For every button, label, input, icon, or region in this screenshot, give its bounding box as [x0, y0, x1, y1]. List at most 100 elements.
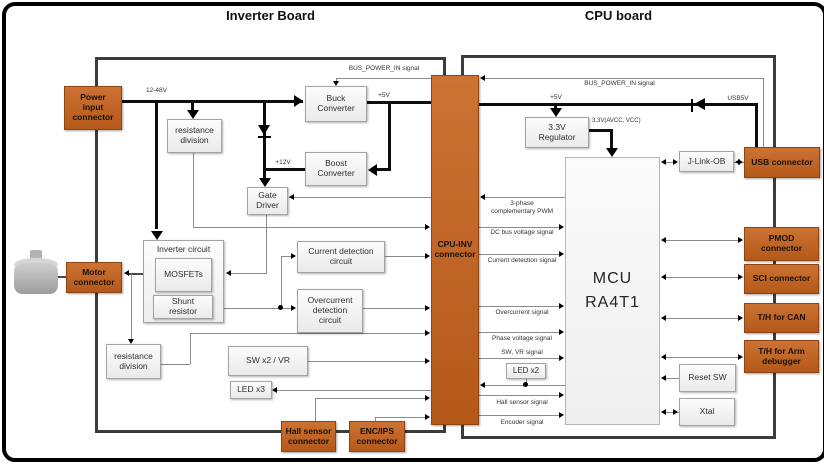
wire-resdivb-out-v [190, 333, 191, 364]
wire-encoder-cpu [479, 415, 560, 416]
usb-diode-bar [691, 99, 693, 112]
wire-power-to-inverter-circuit [155, 101, 158, 229]
label-12v: +12V [275, 159, 291, 166]
arrow-usb-jlink [735, 159, 740, 165]
arrow-mcu-jlink [673, 159, 678, 165]
label-signal-current-detection: Current detection signal [487, 257, 557, 264]
arrow-mcu-arm [738, 354, 743, 360]
wire-reset-mcu [663, 378, 679, 379]
label-12-48v: 12-48V [146, 87, 167, 94]
wire-enc-v [375, 417, 376, 421]
connector-pmod: PMOD connector [744, 227, 819, 261]
wire-cpu-5v [479, 103, 757, 106]
arrow-led-connector [480, 382, 485, 388]
wire-dcbus-cpu [479, 227, 560, 228]
wire-currentdet-in [281, 256, 292, 257]
connector-th-can: T/H for CAN [744, 303, 819, 333]
block-gate-driver: Gate Driver [247, 187, 288, 215]
wire-overcurrent-cpu [479, 306, 560, 307]
arrow-currentdet-mcu [559, 251, 564, 257]
arrow-phase-mcu [559, 329, 564, 335]
arrow-jlink-usb [738, 159, 743, 165]
diode-bar [258, 136, 271, 138]
arrow-into-led3 [272, 387, 277, 393]
arrow-sci-mcu [661, 274, 666, 280]
wire-swvr-cpu [479, 358, 560, 359]
wire-currentdet-branch [281, 256, 282, 308]
wire-usb5v-vertical [755, 103, 758, 147]
wire-shunt-out [213, 308, 292, 309]
label-signal-phase-voltage: Phase voltage signal [492, 335, 552, 342]
arrow-buspower-buck [333, 81, 339, 86]
block-led-x2: LED x2 [506, 363, 546, 379]
block-xtal: Xtal [679, 398, 735, 426]
wire-mcu-arm [663, 357, 741, 358]
connector-cpu-inv: CPU-INV connector [431, 75, 479, 425]
block-current-detection: Current detection circuit [297, 241, 385, 273]
connector-enc-ips: ENC/IPS connector [349, 421, 405, 452]
wire-phase-voltage [190, 333, 425, 334]
wire-5v-to-regulator [554, 104, 557, 109]
wire-buspower-cpu [485, 78, 763, 79]
wire-hall-v [315, 398, 316, 421]
label-signal-encoder: Encoder signal [500, 419, 544, 426]
wire-mcu-jlink [663, 162, 676, 163]
arrow-enc-connector [425, 414, 430, 420]
arrow-pwm-connector [480, 194, 485, 200]
arrow-jlink-mcu [661, 159, 666, 165]
wire-gate-out-h [231, 273, 267, 274]
wire-hall-h [315, 398, 425, 399]
wire-into-boost [377, 168, 391, 171]
block-sw-vr: SW x2 / VR [228, 346, 308, 376]
motor-icon-body [14, 263, 58, 294]
arrow-into-gate-driver [259, 178, 271, 187]
arrow-overcurrent-mcu [559, 303, 564, 309]
inverter-circuit-label: Inverter circuit [156, 244, 211, 254]
block-resistance-division-bottom: resistance division [106, 344, 161, 379]
junction-shunt [278, 305, 283, 310]
wire-phase-cpu [479, 332, 560, 333]
arrow-dcbus-connector [425, 224, 430, 230]
wire-dcbus-inv [193, 227, 425, 228]
wire-mcu-xtal [663, 412, 679, 413]
arrow-pmod-mcu [661, 237, 666, 243]
cpu-board-title: CPU board [584, 8, 653, 23]
arrow-mcu-can [738, 315, 743, 321]
block-3v3-regulator: 3.3V Regulator [525, 117, 589, 148]
connector-hall-sensor: Hall sensor connector [281, 421, 336, 452]
arrow-mcu-sci [738, 274, 743, 280]
wire-pwm-cpu [485, 197, 565, 198]
diode-icon [258, 125, 270, 135]
arrow-dcbus-mcu [559, 224, 564, 230]
connector-motor: Motor connector [66, 262, 122, 293]
arrow-xtal-mcu [661, 409, 666, 415]
block-reset-sw: Reset SW [679, 364, 736, 392]
arrow-into-mcu [606, 148, 618, 157]
arrow-hall-connector [425, 395, 430, 401]
block-jlink-ob: J-Link-OB [679, 151, 734, 172]
connector-th-arm-debugger: T/H for Arm debugger [744, 340, 819, 373]
label-signal-sw-vr: SW, VR signal [501, 349, 543, 356]
label-buspower-inverter: BUS_POWER_IN signal [348, 65, 420, 72]
label-signal-hall: Hall sensor signal [496, 399, 548, 406]
connector-usb: USB connector [744, 147, 820, 178]
wire-3v3-out-v [610, 129, 613, 148]
arrow-can-mcu [661, 315, 666, 321]
label-usb5v: USB5V [727, 95, 749, 102]
wire-mcu-can [663, 318, 741, 319]
usb-diode-icon [694, 98, 705, 110]
block-resistance-division-top: resistance division [167, 119, 222, 153]
arrow-into-buck [294, 95, 303, 107]
arrow-arm-mcu [661, 354, 666, 360]
block-overcurrent-detection: Overcurrent detection circuit [297, 289, 363, 333]
wire-12v-to-gate [263, 168, 266, 178]
arrow-into-motor-connector [124, 270, 129, 276]
wire-currentdet-cpu [479, 254, 560, 255]
label-3v3-avcc-vcc: 3.3V(AVCC, VCC) [592, 118, 641, 124]
wire-resdivb-out-h [161, 364, 190, 365]
arrow-reset-mcu [661, 375, 666, 381]
arrow-into-gate [289, 194, 294, 200]
connector-power-input: Power input connector [64, 86, 122, 130]
wire-boost-12v-out [263, 168, 305, 171]
